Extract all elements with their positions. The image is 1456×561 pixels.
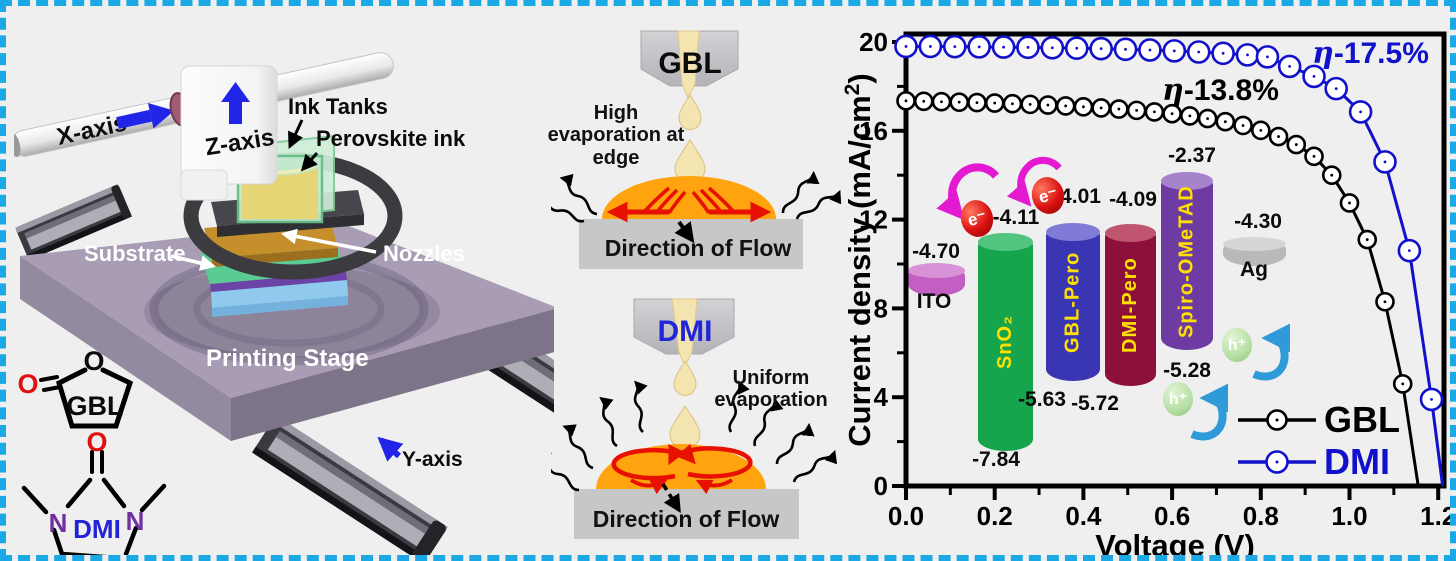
efficiency-label-gbl: η-13.8%	[1162, 73, 1279, 108]
energy-level-spiro: Spiro-OMeTAD	[1161, 172, 1213, 350]
dmi-molecule: O N N DMI	[21, 427, 167, 555]
y-axis: 0 4 8 12 16 20	[859, 27, 906, 501]
dmi-flow-label: Direction of Flow	[592, 506, 780, 532]
gbl-outward-flow-arrows	[606, 186, 772, 223]
dmi-molecule-name: DMI	[73, 514, 121, 544]
gbl-carbonyl-oxygen: O	[17, 369, 38, 399]
x-tick-label: 0.6	[1154, 501, 1190, 531]
nozzles-arrow	[280, 228, 377, 254]
y-axis-arrow	[377, 436, 404, 462]
x-axis-title: Voltage (V)	[1095, 528, 1255, 561]
dmi-nozzle-label: DMI	[658, 315, 713, 348]
hole-icon-2: h⁺	[1222, 328, 1252, 362]
dmi-flow-pointer	[661, 483, 681, 514]
y-tick-label: 16	[859, 116, 888, 146]
hole-icon-1: h⁺	[1163, 382, 1193, 416]
y-tick-label: 8	[874, 293, 888, 323]
gbl-molecule-name: GBL	[67, 391, 124, 421]
dmi-nitrogen-right: N	[126, 506, 145, 536]
ito-name: ITO	[916, 290, 952, 313]
printing-stage-label: Printing Stage	[206, 345, 369, 372]
electron-arrow-1	[936, 163, 1000, 221]
dmi-pero-bottom-value: -5.72	[1071, 392, 1119, 415]
printer-annotations: Ink Tanks Perovskite ink Substrate Nozzl…	[84, 94, 466, 471]
legend-label: DMI	[1324, 441, 1390, 482]
gbl-pero-bottom-value: -5.63	[1018, 388, 1066, 411]
ag-name: Ag	[1240, 258, 1268, 281]
dmi-ink-stream	[671, 298, 698, 368]
ag-value: -4.30	[1234, 210, 1282, 233]
ito-value: -4.70	[912, 240, 960, 263]
x-axis-label: X-axis	[54, 109, 129, 150]
plot-frame	[903, 31, 1447, 489]
x-tick-label: 0.0	[888, 501, 924, 531]
spiro-top-value: -2.37	[1168, 144, 1216, 167]
dmi-drop-small	[673, 360, 697, 396]
y-tick-label: 12	[859, 205, 888, 235]
dmi-nitrogen-left: N	[49, 508, 68, 538]
legend-item-gbl: GBL	[1238, 399, 1400, 440]
z-carriage: Z-axis	[180, 65, 278, 201]
x-axis: 0.0 0.2 0.4 0.6 0.8 1.0 1.2	[888, 486, 1456, 531]
nozzles-label: Nozzles	[383, 241, 465, 266]
energy-level-sno2: SnO₂	[978, 233, 1033, 451]
x-tick-label: 1.0	[1331, 501, 1367, 531]
jv-chart-panel: SnO₂ GBL-Pero DMI-Pero Spiro-OMeTAD -4.7…	[844, 16, 1456, 561]
gbl-pero-top-value: -4.01	[1053, 185, 1101, 208]
dmi-evaporation-note: Uniform evaporation	[714, 367, 828, 412]
substrate-arrow	[170, 254, 217, 271]
droplet-graphics: GBL	[551, 30, 871, 539]
gbl-curve: η-13.8% GBL	[896, 73, 1420, 487]
sno2-bottom-value: -7.84	[972, 448, 1020, 471]
spiro-bottom-value: -5.28	[1163, 359, 1211, 382]
x-tick-label: 0.4	[1065, 501, 1102, 531]
x-tick-label: 1.2	[1420, 501, 1456, 531]
energy-level-ito	[908, 263, 965, 296]
ink-tanks-label: Ink Tanks	[288, 94, 388, 119]
y-axis-label: Y-axis	[402, 448, 463, 471]
gbl-flow-label: Direction of Flow	[604, 235, 792, 261]
legend-label: GBL	[1324, 399, 1400, 440]
y-tick-label: 0	[874, 471, 888, 501]
dmi-carbonyl-oxygen: O	[86, 427, 107, 457]
energy-level-ag	[1223, 237, 1286, 266]
gbl-evaporation-note: High evaporation at edge	[547, 102, 685, 169]
dmi-substrate-bar	[574, 489, 799, 539]
energy-level-gbl-pero: GBL-Pero	[1046, 223, 1100, 381]
x-tick-label: 0.2	[977, 501, 1013, 531]
droplet-diagrams: GBL	[551, 16, 871, 555]
energy-level-dmi-pero: DMI-Pero	[1105, 224, 1156, 386]
substrate-label: Substrate	[84, 241, 185, 266]
gbl-flow-pointer	[674, 220, 695, 244]
dmi-curve: η-17.5% DMI	[894, 34, 1445, 487]
gbl-drop-small	[678, 94, 702, 130]
perovskite-ink-label: Perovskite ink	[316, 126, 466, 151]
dmi-pero-top-value: -4.09	[1109, 188, 1157, 211]
y-tick-label: 4	[874, 382, 889, 412]
z-axis-arrow	[221, 82, 250, 124]
energy-level-diagram: SnO₂ GBL-Pero DMI-Pero Spiro-OMeTAD -4.7…	[844, 16, 1450, 555]
x-axis-arrow	[116, 103, 175, 129]
gbl-ink-stream	[677, 30, 700, 100]
dmi-drop-large	[669, 405, 701, 449]
electron-arrow-2	[1006, 156, 1062, 207]
dmi-recirculation-arrows	[611, 443, 753, 495]
hole-arrow-2	[1252, 323, 1291, 381]
efficiency-label-dmi: η-17.5%	[1312, 36, 1429, 71]
y-tick-label: 20	[859, 27, 888, 57]
sno2-top-value: -4.11	[992, 206, 1040, 229]
legend-item-dmi: DMI	[1238, 441, 1390, 482]
gbl-molecule: O O GBL	[17, 346, 134, 429]
perovskite-ink-arrow	[300, 152, 319, 172]
dmi-droplet-diagram: DMI	[551, 298, 836, 539]
y-axis-title: Current density (mA/cm2)	[844, 73, 877, 446]
x-tick-label: 0.8	[1243, 501, 1279, 531]
gbl-droplet-diagram: GBL	[551, 30, 841, 269]
ink-tanks-arrow	[288, 119, 304, 149]
hole-arrow-1	[1190, 383, 1229, 441]
printer-illustration: X-axis Z-axis Ink Tanks Perovskite ink S…	[14, 52, 554, 555]
gbl-nozzle-label: GBL	[658, 47, 721, 80]
gbl-ring-oxygen: O	[83, 346, 104, 376]
